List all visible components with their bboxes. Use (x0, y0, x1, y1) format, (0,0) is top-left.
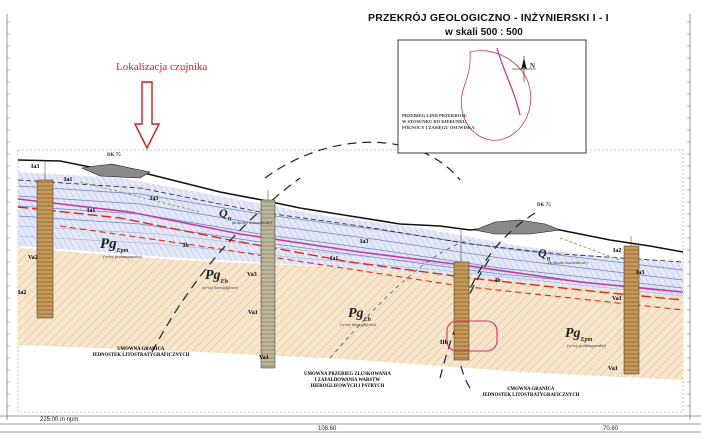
layer-label-ia3-b: Ia3 (360, 239, 369, 245)
layer-label-ia2-a: Ia2 (18, 290, 27, 296)
location-inset (397, 39, 587, 154)
unit-pg-mid: PgEh (205, 268, 228, 285)
colluvium-band (18, 172, 683, 296)
green-dash-line (79, 181, 201, 213)
layer-label-iib: IIb (440, 340, 449, 346)
landslide-outline (460, 50, 532, 141)
road-label-left: DK 75 (107, 153, 121, 158)
green-dash-line-right (559, 237, 621, 261)
boundary-mid-line-1: UMOWNA PRZEBIEG ZLUSKOWANIA (304, 372, 391, 377)
bedrock-fill (18, 248, 683, 380)
borehole-columns (36, 160, 640, 375)
boundary-left-line-1: UMOWNA GRANICA (117, 347, 165, 352)
inset-note-line-2: W STOSUNKU DO KIERUNKU (402, 119, 466, 124)
unit-q-right-desc: (koluwia osuwiskowe) (548, 260, 588, 265)
inset-note-line-3: PÓŁNOCY I ZASIĘGU OSUWISKA (402, 125, 475, 130)
distance-label-1: 108.60 (318, 426, 337, 432)
unit-pg-right: PgEpm (565, 326, 593, 343)
layer-label-ia1-b: Ia1 (87, 208, 96, 214)
layer-label-ia1-c: Ia1 (330, 256, 339, 262)
layer-label-ia2-b: Ia2 (613, 248, 622, 254)
unit-q-right: QH (538, 246, 551, 263)
fold-arc-thin (329, 239, 471, 359)
unit-q-left: QH (219, 206, 232, 223)
layer-label-ib-b: Ib (495, 278, 501, 284)
diagram-scale: w skali 500 : 500 (445, 27, 523, 38)
black-dashed-boundary (17, 179, 684, 263)
unit-pg-center: PgEh (348, 306, 371, 323)
distance-label-2: 70.60 (603, 426, 619, 432)
unit-pg-left: PgEpm (100, 236, 129, 254)
layer-label-va1-a: Va1 (248, 310, 258, 316)
unit-pg-left-desc: (w-wy podmagurskie) (103, 254, 143, 259)
unit-q-left-desc: (koluwia osuwiskowe) (232, 220, 272, 225)
layer-label-ib-a: Ib (183, 243, 189, 249)
layer-label-ia3-c: Ia3 (31, 164, 40, 170)
boundary-mid-line-2: I ZAFAŁDOWANIA WARSTW (314, 378, 381, 383)
layer-label-ia3-a: Ia3 (150, 196, 159, 202)
left-elevation-scale (6, 14, 10, 420)
highlighted-sample-zone (446, 320, 498, 352)
sensor-arrow (133, 81, 161, 150)
right-elevation-scale (687, 14, 691, 420)
boundary-right-line-2: JEDNOSTEK LITOSTRATYGRAFICZNYCH (482, 393, 580, 398)
boundary-mid-line-3: HIEROGLIFOWYCH I PSTRYCH (310, 384, 385, 389)
road-embankment-right (473, 219, 562, 235)
slip-surface-upper (17, 206, 684, 301)
slip-surface-lower (59, 225, 684, 311)
boundary-right-line-1: UMOWNA GRANICA (507, 387, 555, 392)
north-label: N (530, 62, 536, 70)
magenta-contact-line (17, 198, 684, 293)
layer-label-va1-b: Va1 (612, 296, 622, 302)
datum-label: 225.00 m npm (40, 417, 79, 423)
layer-label-va1-c: Va1 (608, 366, 618, 372)
unit-pg-right-desc: (w-wy podmagurskie) (567, 343, 607, 348)
compass-icon (521, 58, 527, 70)
inset-note-line-1: PRZEBIEG LINII PRZEKROJU (402, 113, 467, 118)
section-line-inset (496, 47, 521, 116)
unit-pg-center-desc: (w-wy hieroglifowe) (340, 322, 377, 327)
layer-label-va2-a: Va2 (28, 255, 38, 261)
layer-label-ia3-d: Ia3 (636, 270, 645, 276)
road-label-right: DK 75 (537, 203, 551, 208)
layer-label-va3-a: Va3 (247, 272, 257, 278)
diagram-title: PRZEKRÓJ GEOLOGICZNO - INŻYNIERSKI I - I (368, 12, 609, 24)
sensor-location-label: Lokalizacja czujnika (116, 61, 208, 73)
unit-pg-mid-desc: (w-wy hieroglifowe) (202, 285, 239, 290)
road-embankment-left (80, 163, 151, 179)
boundary-note-left: UMOWNA GRANICA JEDNOSTEK LITOSTRATYGRAFI… (92, 347, 190, 359)
strata-lines (17, 185, 684, 297)
boundary-note-right: UMOWNA GRANICA JEDNOSTEK LITOSTRATYGRAFI… (482, 387, 580, 399)
boundary-note-mid: UMOWNA PRZEBIEG ZLUSKOWANIA I ZAFAŁDOWAN… (304, 372, 391, 390)
layer-label-ia1-a: Ia1 (64, 177, 73, 183)
bottom-ruler (0, 415, 701, 433)
layer-label-va1-d: Va1 (259, 355, 269, 361)
boundary-left-line-2: JEDNOSTEK LITOSTRATYGRAFICZNYCH (92, 353, 190, 358)
